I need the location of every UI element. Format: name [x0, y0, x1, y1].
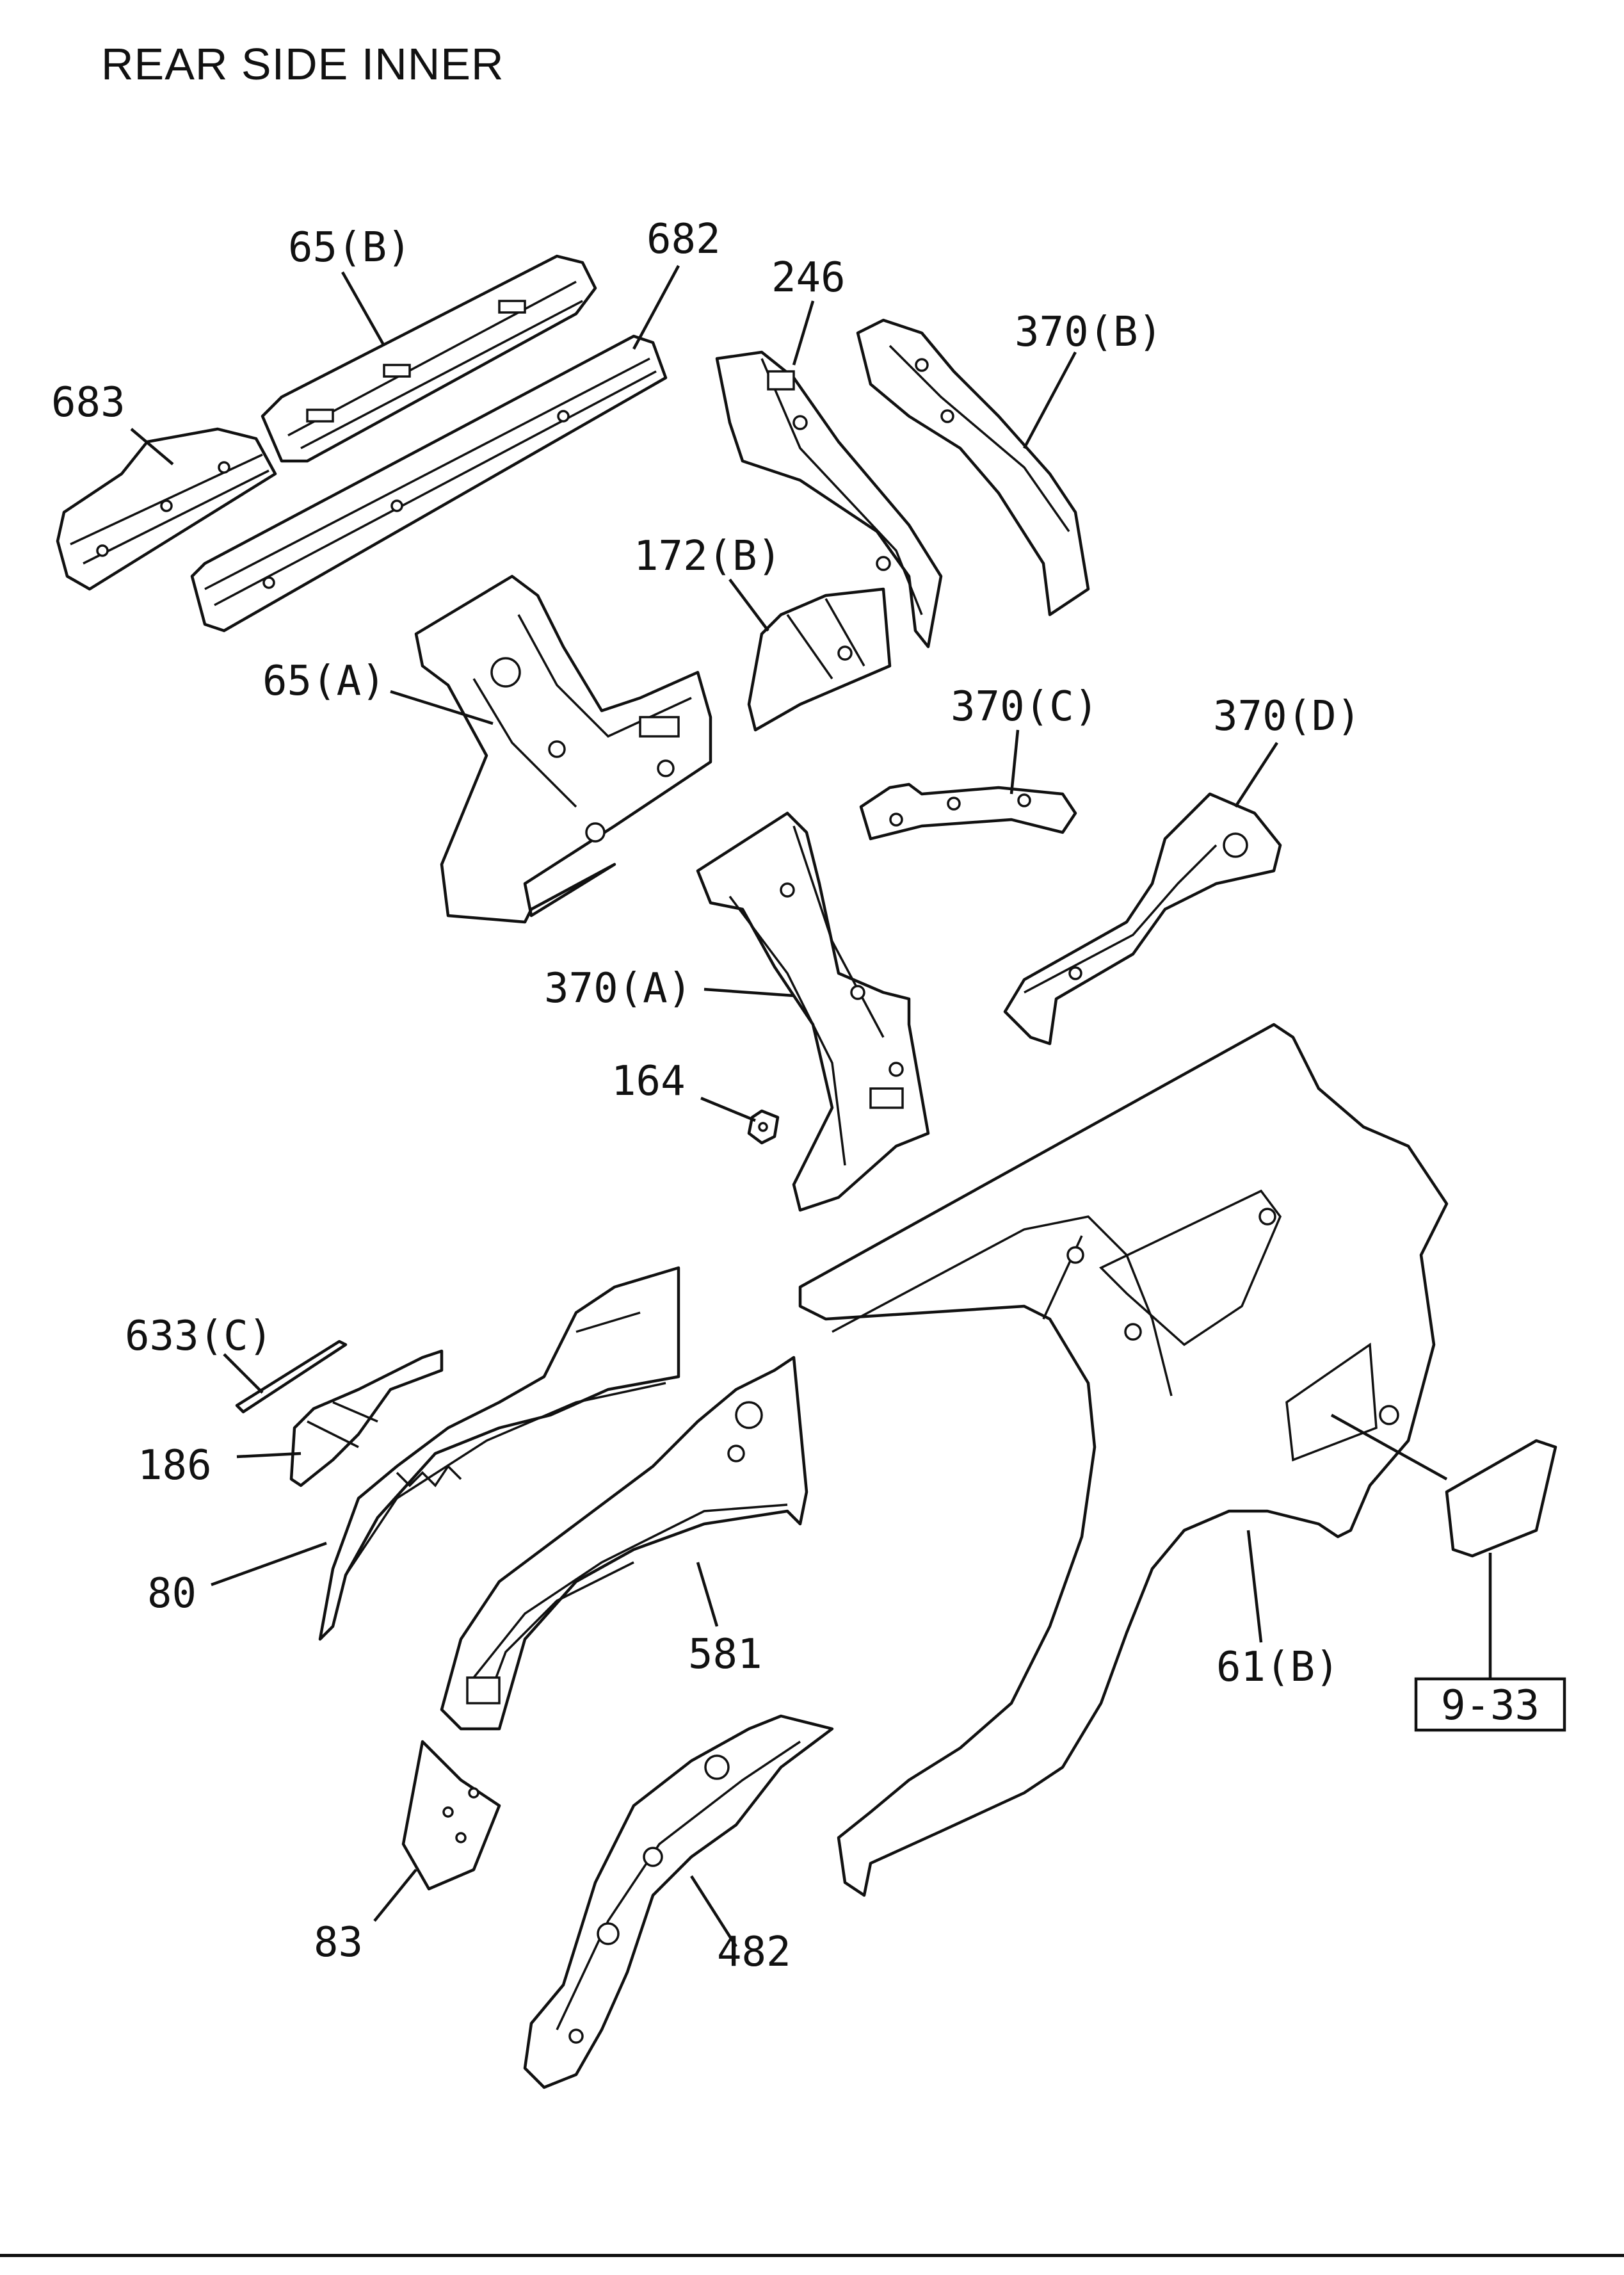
- leader-lines: [130, 264, 1492, 1948]
- part-581[interactable]: [440, 1356, 808, 1731]
- reference-box-label: 9-33: [1441, 1682, 1540, 1729]
- part-370b[interactable]: [856, 318, 1090, 617]
- callout-683[interactable]: 683: [51, 379, 125, 426]
- callout-581[interactable]: 581: [688, 1631, 762, 1678]
- callout-482[interactable]: 482: [717, 1929, 791, 1976]
- callout-172b[interactable]: 172(B): [634, 533, 782, 580]
- callout-186[interactable]: 186: [138, 1442, 212, 1489]
- part-61b[interactable]: [798, 1023, 1449, 1897]
- part-246[interactable]: [715, 350, 943, 649]
- callout-164[interactable]: 164: [611, 1058, 686, 1105]
- part-370d[interactable]: [1003, 792, 1282, 1046]
- part-172b[interactable]: [747, 587, 892, 732]
- page-title: REAR SIDE INNER: [101, 39, 504, 89]
- part-370a[interactable]: [696, 811, 930, 1212]
- part-370c[interactable]: [859, 782, 1077, 841]
- part-83[interactable]: [401, 1740, 501, 1891]
- part-683[interactable]: [56, 427, 277, 591]
- part-164[interactable]: [747, 1109, 780, 1145]
- callout-80[interactable]: 80: [147, 1570, 197, 1617]
- part-fuel-lid[interactable]: [1445, 1439, 1557, 1558]
- callout-83[interactable]: 83: [314, 1919, 363, 1966]
- part-682[interactable]: [190, 334, 668, 633]
- callout-labels: 683 65(B) 682 246 370(B) 172(B) 65(A) 37…: [51, 216, 1361, 1976]
- callout-65b[interactable]: 65(B): [288, 224, 412, 271]
- part-65a[interactable]: [414, 574, 712, 924]
- reference-box-9-33[interactable]: 9-33: [1414, 1677, 1566, 1732]
- callout-682[interactable]: 682: [647, 216, 721, 263]
- part-482[interactable]: [523, 1714, 834, 2089]
- callout-61b[interactable]: 61(B): [1216, 1644, 1340, 1691]
- callout-65a[interactable]: 65(A): [262, 658, 386, 705]
- bottom-divider: [0, 2254, 1624, 2257]
- callout-246[interactable]: 246: [771, 254, 846, 302]
- part-65b[interactable]: [261, 254, 597, 463]
- callout-633c[interactable]: 633(C): [125, 1313, 273, 1360]
- part-633c[interactable]: [235, 1340, 348, 1414]
- part-186[interactable]: [289, 1349, 444, 1487]
- part-80[interactable]: [318, 1266, 680, 1641]
- callout-370c[interactable]: 370(C): [951, 683, 1098, 731]
- callout-370b[interactable]: 370(B): [1015, 309, 1162, 356]
- callout-370a[interactable]: 370(A): [544, 965, 692, 1012]
- callout-370d[interactable]: 370(D): [1213, 693, 1361, 740]
